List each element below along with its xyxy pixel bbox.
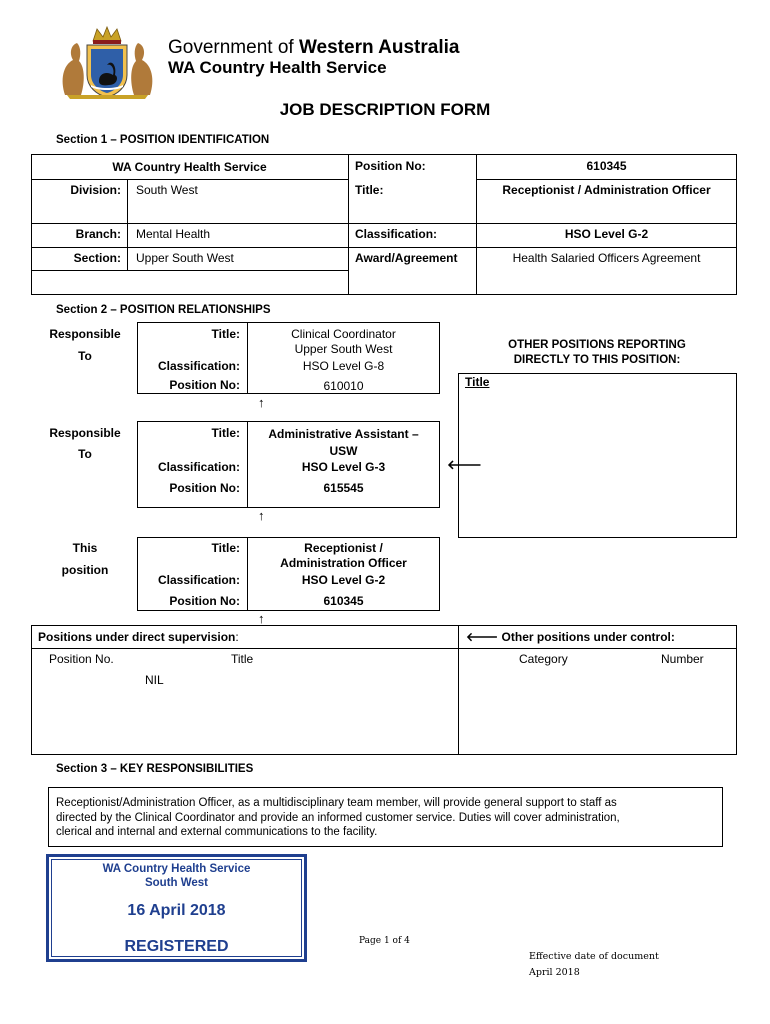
supervision-label-colon: : [235,630,239,644]
box3-title-label: Title: [211,541,240,555]
page-number: Page 1 of 4 [359,936,410,946]
classification-label: Classification: [355,227,438,241]
control-col-category: Category [519,652,568,666]
award-value: Health Salaried Officers Agreement [512,251,701,265]
responsible-to-label-2: Responsible To [40,426,130,462]
arrow-up-icon: ↑ [258,395,265,410]
box2-position-no-label: Position No: [169,481,240,495]
box2-classification-label: Classification: [157,460,240,474]
stamp-org: WA Country Health Service South West [46,862,307,890]
box1-title-value: Clinical Coordinator Upper South West [247,327,440,357]
stamp-status: REGISTERED [124,938,229,955]
box3-classification-label: Classification: [157,573,240,587]
section-label: Section: [73,251,121,265]
other-positions-heading: OTHER POSITIONS REPORTING DIRECTLY TO TH… [458,338,736,368]
stamp-date: 16 April 2018 [127,902,226,919]
position-no-label: Position No: [355,159,426,173]
arrow-up-icon: ↑ [258,508,265,523]
section1-heading: Section 1 – POSITION IDENTIFICATION [56,134,270,146]
position-identification-table [31,154,737,295]
government-name-bold: Western Australia [298,37,460,58]
supervision-value: NIL [145,673,164,687]
reporting-box-this-position [137,537,440,611]
section-value: Upper South West [136,251,234,265]
box3-position-no-value: 610345 [323,594,364,608]
reporting-box-supervisor [137,421,440,508]
other-heading-line2: DIRECTLY TO THIS POSITION: [513,354,681,366]
other-heading-line1: OTHER POSITIONS REPORTING [508,339,686,351]
classification-value: HSO Level G-2 [564,227,649,241]
responsible-line1: Responsible [49,426,121,440]
arrow-left-icon: 🡐 [447,457,482,472]
section2-heading: Section 2 – POSITION RELATIONSHIPS [56,304,271,316]
box2-position-no-value: 615545 [323,481,364,495]
branch-value: Mental Health [136,227,211,241]
division-label: Division: [70,183,121,197]
control-label-text: Other positions under control: [501,630,675,644]
box2-title-line2: USW [329,444,358,458]
form-title: JOB DESCRIPTION FORM [279,100,491,119]
box1-classification-label: Classification: [157,359,240,373]
supervision-table [31,625,737,755]
box1-position-no-label: Position No: [169,378,240,392]
box2-title-value: Administrative Assistant – USW [247,426,440,460]
box2-title-label: Title: [211,426,240,440]
other-positions-box [458,373,737,538]
division-value: South West [136,183,198,197]
wa-crest-logo [55,25,160,100]
supervision-col-position-no: Position No. [49,652,114,666]
supervision-col-title: Title [231,652,254,666]
box1-position-no-value: 610010 [323,379,364,393]
box1-classification-value: HSO Level G-8 [302,359,385,373]
box2-classification-value: HSO Level G-3 [301,460,386,474]
responsible-line2: To [78,349,92,363]
box1-title-line2: Upper South West [294,342,393,356]
award-label: Award/Agreement [355,251,458,265]
other-positions-title: Title [465,375,490,389]
arrow-up-icon: ↑ [258,611,265,626]
supervision-label-text: Positions under direct supervision [38,630,236,644]
box2-title-line1: Administrative Assistant – [268,427,419,441]
registration-stamp [46,854,307,962]
section3-heading: Section 3 – KEY RESPONSIBILITIES [56,763,254,775]
stamp-line2: South West [144,877,209,889]
responsible-line2: To [78,447,92,461]
title-value: Receptionist / Administration Officer [502,183,711,197]
title-label: Title: [355,183,384,197]
org-name: WA Country Health Service [112,160,267,174]
key-responsibilities-box [48,787,723,847]
box3-classification-value: HSO Level G-2 [301,573,386,587]
responsibilities-line2: directed by the Clinical Coordinator and… [56,811,620,824]
this-line2: position [61,563,109,577]
box3-title-line1: Receptionist / [304,541,383,555]
box1-title-label: Title: [211,327,240,341]
stamp-line1: WA Country Health Service [102,863,251,875]
service-name: WA Country Health Service [168,58,387,77]
box3-title-value: Receptionist / Administration Officer [247,541,440,571]
control-label: 🡐 Other positions under control: [466,630,675,645]
position-no-value: 610345 [586,159,627,173]
arrow-left-icon: 🡐 [466,630,499,644]
responsibilities-line3: clerical and internal and external commu… [56,826,378,838]
this-line1: This [72,541,98,555]
reporting-box-manager [137,322,440,394]
box3-position-no-label: Position No: [169,594,240,608]
this-position-label: This position [40,541,130,578]
government-name-prefix: Government of [168,37,299,58]
branch-label: Branch: [75,227,121,241]
key-responsibilities-text: Receptionist/Administration Officer, as … [56,796,620,840]
responsible-line1: Responsible [49,327,121,341]
government-name: Government of Western Australia [168,37,459,59]
responsible-to-label-1: Responsible To [40,327,130,364]
control-col-number: Number [661,652,704,666]
supervision-label: Positions under direct supervision: [38,630,239,645]
effective-date-label: Effective date of document [529,951,659,962]
box1-title-line1: Clinical Coordinator [291,327,396,341]
responsibilities-line1: Receptionist/Administration Officer, as … [56,797,617,809]
box3-title-line2: Administration Officer [280,556,407,570]
effective-date-value: April 2018 [529,967,580,978]
